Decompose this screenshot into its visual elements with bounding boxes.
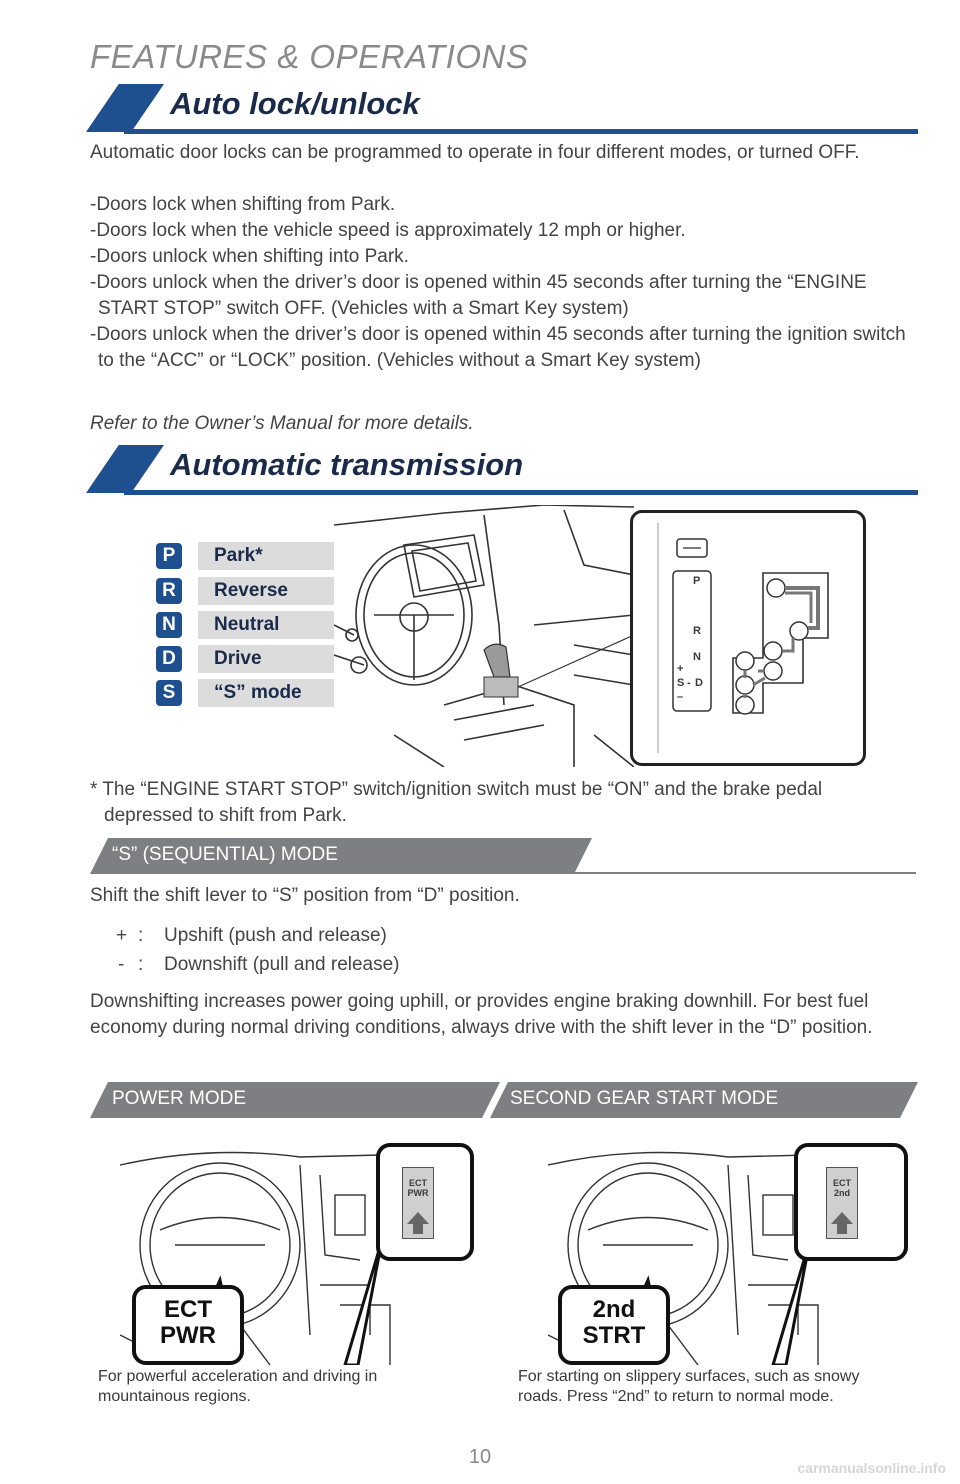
section-rule — [124, 129, 918, 134]
shift-gate-diagram — [657, 523, 829, 753]
button-text: ECT — [833, 1178, 851, 1188]
button-text: PWR — [407, 1188, 429, 1198]
shift-symbol: + — [116, 925, 128, 946]
page-heading: FEATURES & OPERATIONS — [90, 38, 529, 75]
sub-bar-shape — [490, 1082, 918, 1118]
second-gear-caption: For starting on slippery surfaces, such … — [518, 1368, 860, 1405]
power-mode-sub-bar: POWER MODE — [90, 1082, 500, 1118]
transmission-title: Automatic transmission — [170, 447, 524, 482]
shift-text: Upshift (push and release) — [164, 925, 387, 946]
gear-badge: R — [156, 578, 182, 604]
shift-sep: : — [138, 954, 144, 975]
gear-badge: N — [156, 612, 182, 638]
gear-label: Park* — [214, 545, 263, 566]
shift-text: Downshift (pull and release) — [164, 954, 400, 975]
gate-label-minus: – — [677, 691, 684, 703]
page-number: 10 — [468, 1446, 492, 1468]
s-mode-sub-bar: “S” (SEQUENTIAL) MODE — [90, 838, 916, 874]
s-mode-subtitle: “S” (SEQUENTIAL) MODE — [112, 844, 338, 865]
auto-lock-intro: Automatic door locks can be programmed t… — [90, 142, 860, 163]
press-arrow-icon — [831, 1212, 853, 1234]
shift-symbol: - — [118, 954, 125, 975]
mode-item: -Doors unlock when the driver’s door is … — [90, 324, 906, 371]
section-tab-decoration — [86, 445, 164, 493]
shift-lever-boot — [483, 676, 519, 698]
callout-pointer — [771, 1239, 812, 1365]
shift-lever-knob — [483, 643, 511, 678]
gear-strip: “S” mode — [198, 679, 334, 707]
second-gear-subtitle: SECOND GEAR START MODE — [510, 1088, 779, 1109]
sub-bar-shape — [90, 838, 592, 874]
s-mode-description: Downshifting increases power going uphil… — [90, 991, 873, 1038]
gear-legend-s-mode: S “S” mode — [156, 679, 334, 707]
gear-legend-park: P Park* — [156, 542, 334, 570]
gate-label-p: P — [693, 575, 701, 587]
gate-label-dash: - — [687, 677, 691, 689]
section-tab-decoration — [86, 84, 164, 132]
gear-badge: P — [156, 543, 182, 569]
watermark: carmanualsonline.info — [797, 1460, 946, 1476]
callout-line: 2nd — [592, 1296, 636, 1323]
gate-label-n: N — [693, 651, 701, 663]
sub-bar-shape — [90, 1082, 500, 1118]
press-arrow-icon — [407, 1212, 429, 1234]
mode-item: -Doors lock when the vehicle speed is ap… — [90, 220, 686, 241]
ect-pwr-callout-label: ECT PWR — [132, 1285, 244, 1365]
mode-item: -Doors lock when shifting from Park. — [90, 194, 396, 215]
auto-lock-section-bar: Auto lock/unlock — [86, 84, 918, 134]
transmission-footnote: * The “ENGINE START STOP” switch/ignitio… — [90, 779, 823, 826]
s-mode-instruction: Shift the shift lever to “S” position fr… — [90, 885, 520, 906]
auto-lock-title: Auto lock/unlock — [170, 86, 420, 121]
gear-strip: Park* — [198, 542, 334, 570]
gear-legend-neutral: N Neutral — [156, 611, 334, 639]
gate-label-s: S — [677, 677, 685, 689]
gear-label: Reverse — [214, 580, 288, 601]
power-mode-caption: For powerful acceleration and driving in… — [98, 1368, 378, 1405]
transmission-section-bar: Automatic transmission — [86, 445, 918, 495]
gear-legend-drive: D Drive — [156, 645, 334, 673]
sub-bar-rule — [570, 872, 916, 874]
auto-lock-note: Refer to the Owner’s Manual for more det… — [90, 413, 474, 434]
section-rule — [124, 490, 918, 495]
shift-row-upshift: +: Upshift (push and release) — [116, 923, 387, 949]
shift-row-downshift: -: Downshift (pull and release) — [118, 952, 400, 978]
2nd-strt-callout-label: 2nd STRT — [558, 1285, 670, 1365]
gear-badge: S — [156, 680, 182, 706]
shift-gate-inset: P R N D + S - – — [630, 510, 866, 766]
cockpit-illustration — [334, 505, 634, 767]
callout-pointer — [343, 1239, 384, 1365]
second-gear-sub-bar: SECOND GEAR START MODE — [490, 1082, 918, 1118]
mode-item: -Doors unlock when the driver’s door is … — [90, 272, 867, 319]
gear-label: “S” mode — [214, 682, 302, 703]
callout-line: PWR — [160, 1322, 216, 1349]
callout-line: ECT — [164, 1296, 212, 1323]
button-text: 2nd — [833, 1188, 850, 1198]
gear-badge: D — [156, 646, 182, 672]
gate-label-r: R — [693, 625, 701, 637]
button-text: ECT — [409, 1178, 427, 1188]
gate-label-plus: + — [677, 663, 684, 675]
auto-lock-mode-list: -Doors lock when shifting from Park. -Do… — [90, 192, 920, 374]
gear-label: Drive — [214, 648, 262, 669]
gear-strip: Drive — [198, 645, 334, 673]
gear-strip: Neutral — [198, 611, 334, 639]
gear-legend-reverse: R Reverse — [156, 577, 334, 605]
power-mode-subtitle: POWER MODE — [112, 1088, 247, 1109]
mode-item: -Doors unlock when shifting into Park. — [90, 246, 409, 267]
callout-line: STRT — [582, 1322, 646, 1349]
gate-label-d: D — [695, 677, 703, 689]
shift-sep: : — [138, 925, 144, 946]
gear-label: Neutral — [214, 614, 280, 635]
gear-strip: Reverse — [198, 577, 334, 605]
